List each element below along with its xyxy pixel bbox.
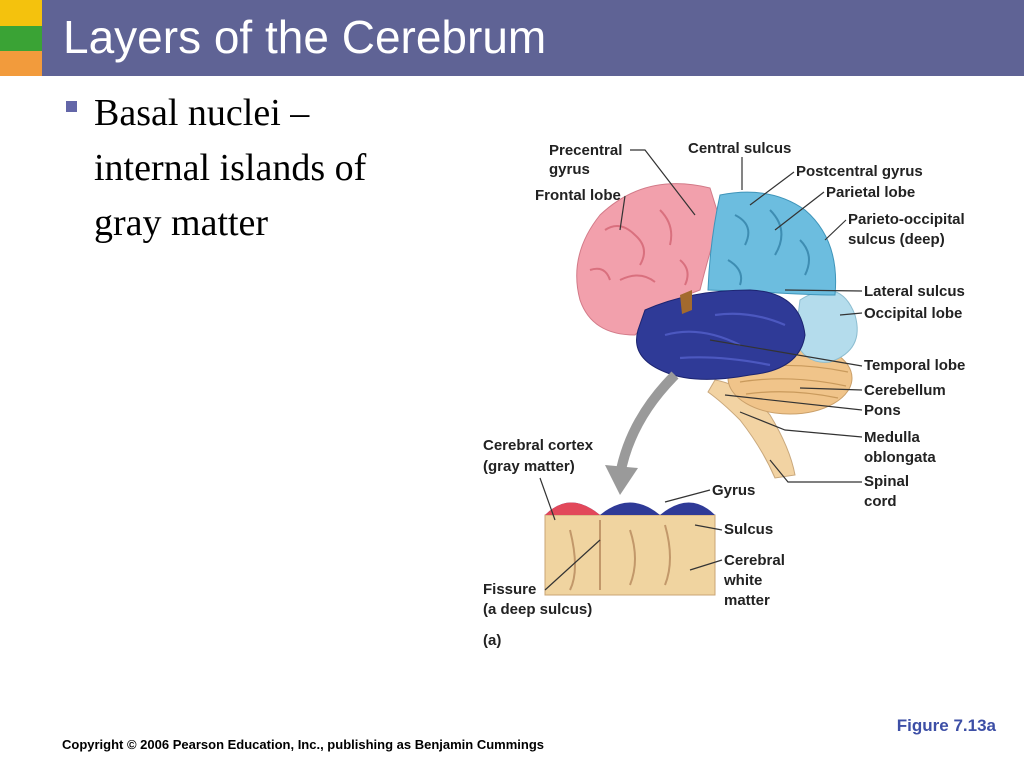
- label-fissure-2: (a deep sulcus): [483, 601, 592, 618]
- label-frontal-lobe: Frontal lobe: [535, 187, 621, 204]
- leader-lines: [539, 149, 863, 591]
- label-spinal-cord-2: cord: [864, 493, 897, 510]
- label-fissure-1: Fissure: [483, 581, 536, 598]
- bullet-line-3: gray matter: [94, 202, 269, 244]
- corner-block-orange: [0, 51, 42, 76]
- label-medulla-2: oblongata: [864, 449, 936, 466]
- label-parieto-occipital-1: Parieto-occipital: [848, 211, 965, 228]
- label-cerebral-cortex-1: Cerebral cortex: [483, 437, 594, 454]
- bullet-line-2: internal islands of: [94, 147, 367, 189]
- label-sulcus: Sulcus: [724, 521, 773, 538]
- label-spinal-cord-1: Spinal: [864, 473, 909, 490]
- label-precentral-gyrus-1: Precentral: [549, 142, 622, 159]
- bullet-line-1: Basal nuclei –: [94, 92, 310, 134]
- label-postcentral-gyrus: Postcentral gyrus: [796, 163, 923, 180]
- label-panel-a: (a): [483, 632, 501, 649]
- figure-reference: Figure 7.13a: [896, 716, 996, 735]
- label-central-sulcus: Central sulcus: [688, 140, 791, 157]
- label-cerebral-white-matter-1: Cerebral: [724, 552, 785, 569]
- label-gyrus: Gyrus: [712, 482, 755, 499]
- title-bar: Layers of the Cerebrum: [0, 0, 1024, 76]
- brain-illustration: [544, 183, 858, 596]
- brain-diagram: Precentral gyrus Central sulcus Postcent…: [483, 140, 965, 649]
- label-occipital-lobe: Occipital lobe: [864, 305, 962, 322]
- label-parieto-occipital-2: sulcus (deep): [848, 231, 945, 248]
- copyright-footer: Copyright © 2006 Pearson Education, Inc.…: [62, 737, 544, 752]
- label-pons: Pons: [864, 402, 901, 419]
- label-temporal-lobe: Temporal lobe: [864, 357, 965, 374]
- label-cerebral-white-matter-2: white: [723, 572, 762, 589]
- label-cerebellum: Cerebellum: [864, 382, 946, 399]
- corner-block-yellow: [0, 0, 42, 26]
- diagram-labels: Precentral gyrus Central sulcus Postcent…: [483, 140, 965, 649]
- label-lateral-sulcus: Lateral sulcus: [864, 283, 965, 300]
- label-parietal-lobe: Parietal lobe: [826, 184, 915, 201]
- label-precentral-gyrus-2: gyrus: [549, 161, 590, 178]
- bullet-square-icon: [66, 101, 77, 112]
- label-cerebral-cortex-2: (gray matter): [483, 458, 575, 475]
- slide-title: Layers of the Cerebrum: [63, 11, 547, 63]
- label-medulla-1: Medulla: [864, 429, 920, 446]
- corner-block-green: [0, 26, 42, 51]
- label-cerebral-white-matter-3: matter: [724, 592, 770, 609]
- bullet-text: Basal nuclei – internal islands of gray …: [94, 86, 434, 251]
